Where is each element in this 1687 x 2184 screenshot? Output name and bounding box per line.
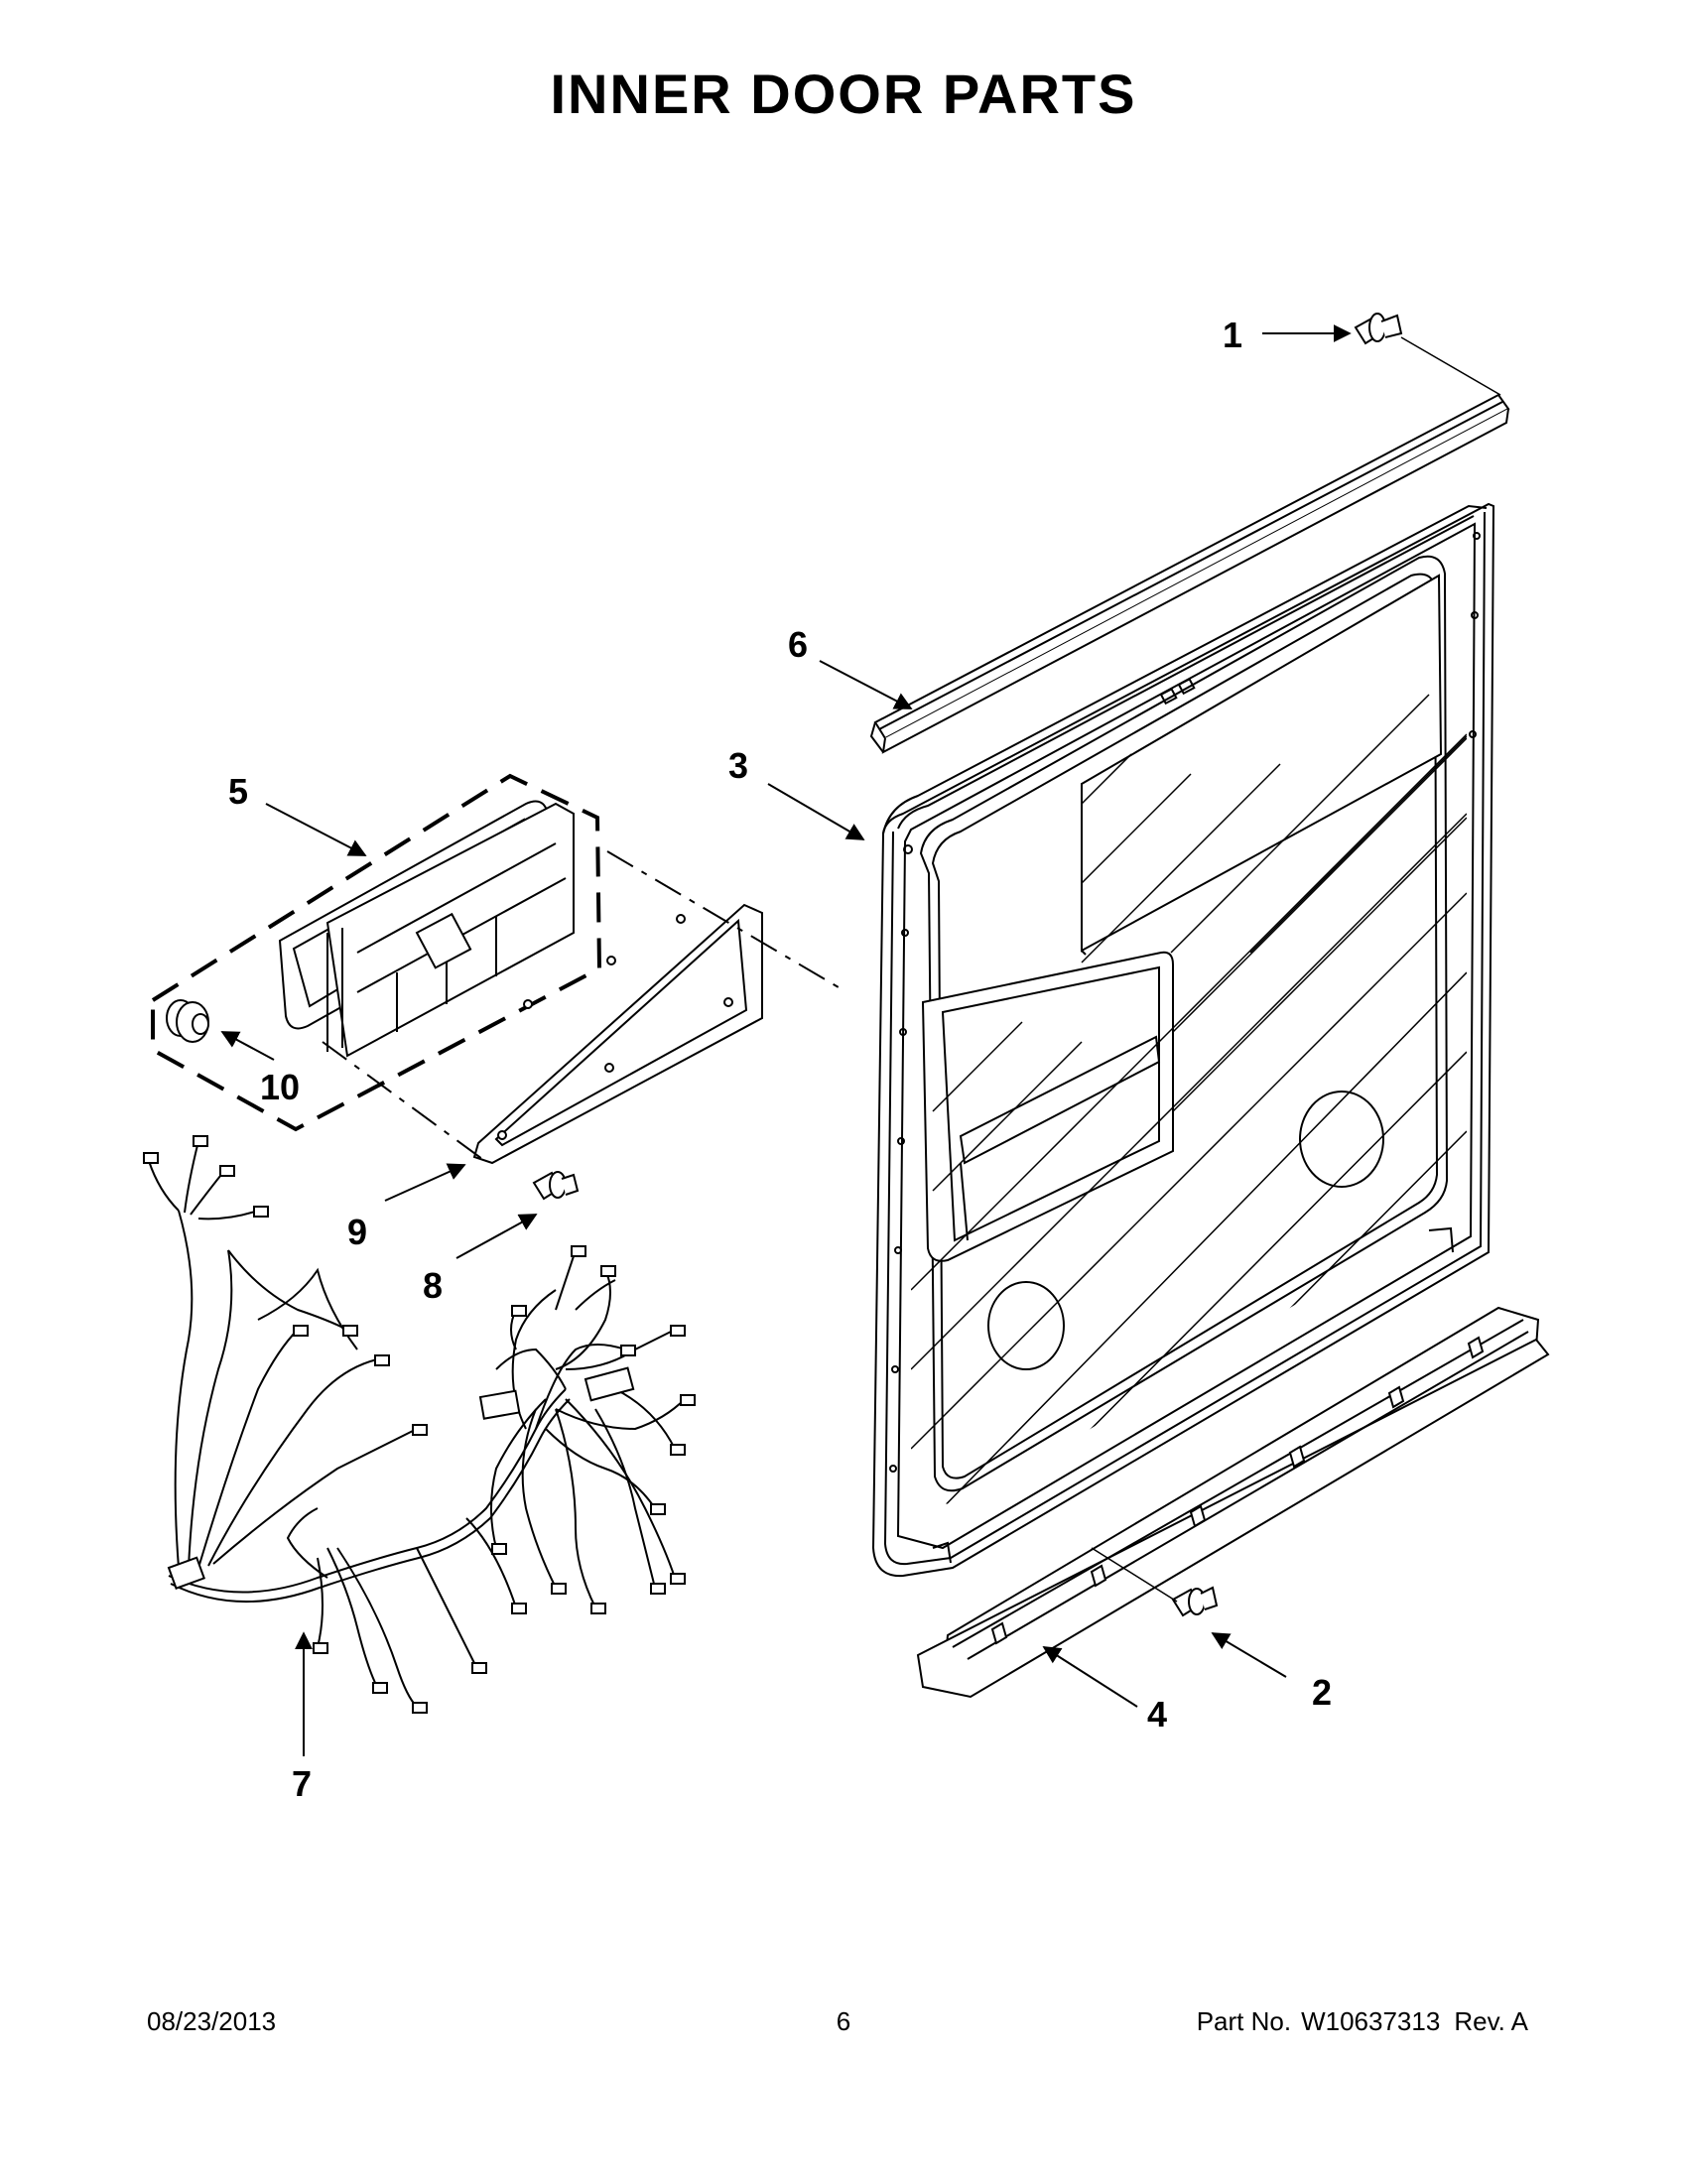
callout-7: 7 (292, 1763, 312, 1804)
control-module (278, 800, 575, 1058)
gasket-part-9 (472, 903, 763, 1165)
screw-part-1 (1354, 313, 1501, 396)
harness-connectors (143, 1135, 696, 1714)
wire-harness (148, 1140, 686, 1708)
control-module-dashed-box (151, 773, 602, 1132)
part-no-label: Part No. (1196, 2006, 1292, 2036)
footer-date: 08/23/2013 (147, 2006, 277, 2036)
callout-10: 10 (260, 1067, 300, 1107)
callout-5: 5 (228, 771, 248, 812)
part-no-value: W10637313 (1301, 2006, 1441, 2036)
page-title: INNER DOOR PARTS (550, 63, 1137, 125)
callout-6: 6 (788, 624, 808, 665)
knob-part-10 (166, 999, 209, 1043)
footer-part-info: Part No. W10637313 Rev. A (1197, 2006, 1528, 2037)
callout-9: 9 (347, 1212, 367, 1252)
inner-door-panel (871, 502, 1495, 1578)
revision-label: Rev. A (1454, 2006, 1528, 2036)
screw-part-2 (1091, 1547, 1219, 1617)
callout-8: 8 (423, 1265, 443, 1306)
screw-part-8 (532, 1171, 580, 1201)
alignment-lines (322, 850, 844, 1160)
callout-1: 1 (1223, 315, 1242, 355)
callout-arrows (220, 324, 1352, 1756)
callout-3: 3 (728, 745, 748, 786)
callout-2: 2 (1312, 1672, 1332, 1713)
footer-page-number: 6 (836, 2006, 851, 2036)
callout-4: 4 (1147, 1694, 1167, 1734)
top-vent-strip (869, 393, 1510, 754)
lower-door-trim (916, 1306, 1550, 1699)
